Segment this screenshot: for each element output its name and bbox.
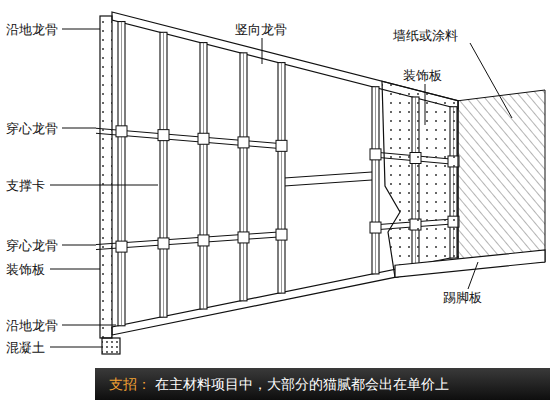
support-clip <box>158 130 169 141</box>
part-label: 沿地龙骨 <box>5 22 59 37</box>
leader-line <box>50 185 158 186</box>
part-label: 装饰板 <box>402 68 443 83</box>
tip-bar <box>95 368 550 400</box>
part-label: 沿地龙骨 <box>5 318 59 333</box>
part-label: 踢脚板 <box>442 290 483 305</box>
support-clip <box>370 222 381 233</box>
leader-line <box>50 347 102 348</box>
part-label: 墙纸或涂料 <box>392 28 459 43</box>
door-header <box>284 180 372 186</box>
front-board-edge <box>100 16 112 338</box>
support-clip <box>198 235 209 246</box>
concrete-base <box>102 338 120 354</box>
support-clip <box>238 137 249 148</box>
part-label: 支撑卡 <box>5 178 46 193</box>
leader-line <box>50 269 100 270</box>
tip-heading: 支招： <box>108 376 152 392</box>
vertical-stud <box>240 53 247 301</box>
stud-flange <box>281 63 282 294</box>
stud-flange <box>203 43 204 309</box>
leader-line <box>262 38 263 64</box>
support-clip <box>370 149 381 160</box>
support-clip <box>238 232 249 243</box>
wallpaper-surface <box>458 90 545 264</box>
support-clip <box>276 140 287 151</box>
leader-line <box>425 84 426 125</box>
vertical-stud <box>372 87 379 274</box>
part-label: 竖向龙骨 <box>234 22 288 37</box>
leader-line <box>470 43 512 118</box>
support-clip <box>198 133 209 144</box>
stud-flange <box>163 32 164 317</box>
stud-flange <box>121 22 122 326</box>
vertical-stud <box>118 22 125 326</box>
skirting-board <box>395 250 545 277</box>
vertical-stud <box>200 43 207 309</box>
vertical-stud <box>278 63 285 294</box>
part-label: 穿心龙骨 <box>5 121 59 136</box>
decorative-board <box>382 81 458 277</box>
leader-line <box>62 325 116 326</box>
part-label: 装饰板 <box>5 262 46 277</box>
part-label: 穿心龙骨 <box>5 238 59 253</box>
support-clip <box>116 241 127 252</box>
support-clip <box>116 126 127 137</box>
leader-line <box>62 245 96 246</box>
stud-flange <box>375 87 376 274</box>
leader-line <box>62 29 100 30</box>
leader-line <box>62 128 96 129</box>
support-clip <box>158 238 169 249</box>
part-label: 混凝土 <box>5 340 46 355</box>
leader-line <box>468 262 478 289</box>
tip-caption: 在主材料项目中，大部分的猫腻都会出在单价上 <box>154 376 450 392</box>
vertical-stud <box>160 32 167 317</box>
stud-flange <box>243 53 244 301</box>
support-clip <box>276 229 287 240</box>
door-header <box>284 172 372 178</box>
